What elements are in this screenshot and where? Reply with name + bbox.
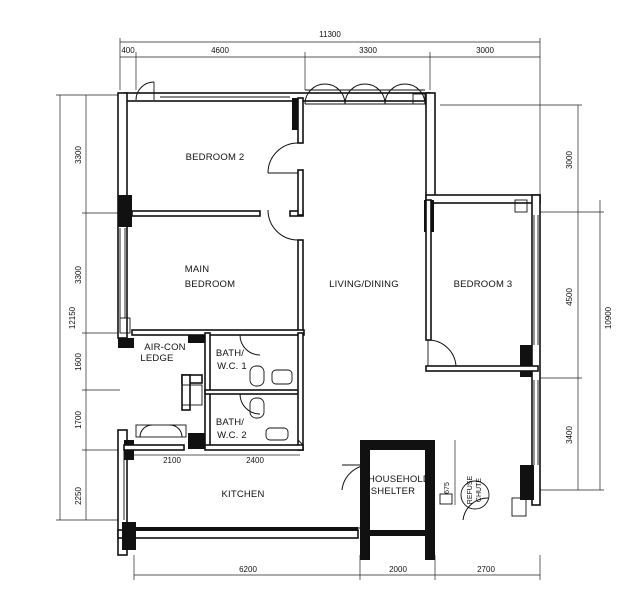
label-main-bedroom-2: BEDROOM: [185, 279, 236, 290]
dim-inner-2: 2400: [246, 456, 264, 465]
label-bedroom-3: BEDROOM 3: [454, 279, 513, 290]
label-shelter-2: SHELTER: [371, 486, 416, 497]
dim-top-4: 3000: [476, 46, 494, 55]
dim-left-4: 1700: [74, 411, 83, 429]
label-bedroom-2: BEDROOM 2: [186, 152, 245, 163]
label-aircon-2: LEDGE: [140, 353, 173, 364]
bath-fixtures: [249, 365, 304, 446]
bottom-dimensions: 6200 2000 2700 2100 2400 675: [133, 440, 541, 580]
label-kitchen: KITCHEN: [221, 489, 264, 500]
dim-right-total: 10900: [604, 306, 613, 329]
dim-right-1: 3000: [565, 151, 574, 169]
right-dimensions: 10900 3000 4500 3400: [440, 104, 613, 491]
dim-right-3: 3400: [565, 426, 574, 444]
label-main-bedroom-1: MAIN: [185, 264, 210, 275]
dim-right-2: 4500: [565, 288, 574, 306]
label-bath-1-a: BATH/: [216, 348, 244, 359]
label-refuse-1: REFUSE: [467, 475, 474, 504]
left-dimensions: 12150 3300 3300 1600 1700 2250: [56, 94, 120, 521]
service-ducts: [181, 384, 527, 517]
dim-top-1: 400: [121, 46, 135, 55]
dim-inner-1: 2100: [163, 456, 181, 465]
dim-left-2: 3300: [74, 266, 83, 284]
top-dimensions: 11300 400 4600 3300 3000: [119, 30, 541, 200]
dim-left-5: 2250: [74, 487, 83, 505]
dim-left-1: 3300: [74, 146, 83, 164]
label-bath-2-a: BATH/: [216, 417, 244, 428]
doors: [239, 142, 490, 521]
label-shelter-1: HOUSEHOLD: [368, 474, 430, 485]
windows: [119, 81, 539, 520]
dim-bottom-1: 6200: [239, 565, 257, 574]
interior-walls: [123, 97, 539, 451]
dim-top-2: 4600: [211, 46, 229, 55]
dim-refuse-width: 675: [444, 482, 451, 494]
household-shelter: [360, 440, 435, 560]
label-living-dining: LIVING/DINING: [329, 279, 399, 290]
room-labels: BEDROOM 2 MAIN BEDROOM LIVING/DINING BED…: [140, 152, 512, 504]
dim-left-total: 12150: [68, 306, 77, 329]
dim-bottom-3: 2700: [477, 565, 495, 574]
dim-top-3: 3300: [359, 46, 377, 55]
dim-bottom-2: 2000: [389, 565, 407, 574]
label-bath-1-b: W.C. 1: [217, 361, 247, 372]
dim-left-3: 1600: [74, 353, 83, 371]
label-refuse-2: CHUTE: [476, 478, 483, 502]
dim-top-total-text: 11300: [319, 30, 341, 39]
label-bath-2-b: W.C. 2: [217, 430, 247, 441]
label-aircon-1: AIR-CON: [144, 342, 186, 353]
